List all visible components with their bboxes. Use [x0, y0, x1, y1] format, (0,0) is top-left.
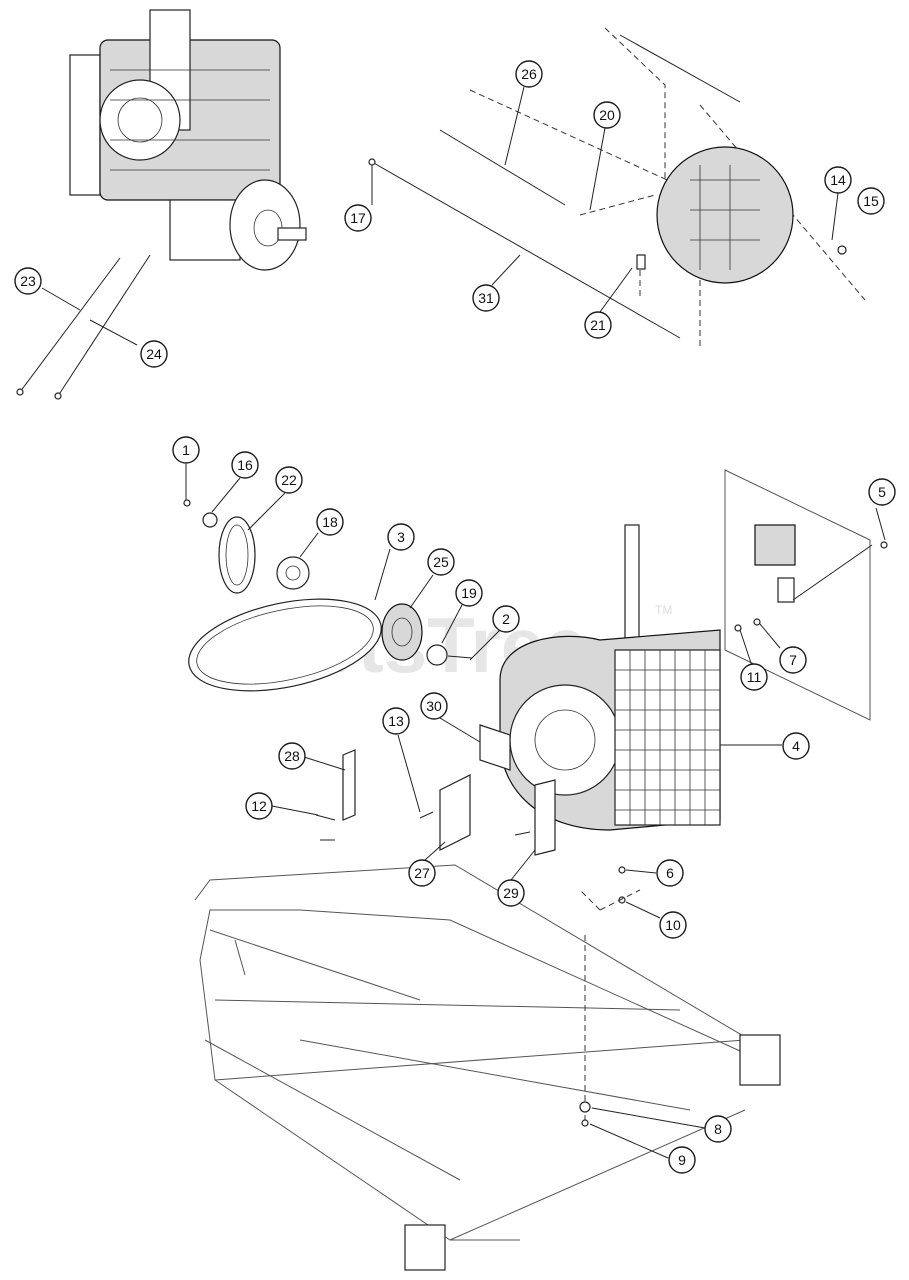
callout-9: 9: [668, 1146, 696, 1174]
svg-text:27: 27: [414, 865, 430, 881]
callout-3: 3: [387, 523, 415, 551]
callout-12: 12: [245, 792, 273, 820]
svg-text:2: 2: [502, 611, 510, 627]
callout-5: 5: [868, 478, 896, 506]
svg-text:24: 24: [146, 346, 162, 362]
callout-11: 11: [740, 663, 768, 691]
svg-text:15: 15: [863, 193, 879, 209]
svg-text:31: 31: [478, 290, 494, 306]
callout-31: 31: [472, 284, 500, 312]
callout-29: 29: [497, 879, 525, 907]
callout-14: 14: [824, 166, 852, 194]
callout-1: 1: [172, 436, 200, 464]
svg-text:12: 12: [251, 798, 267, 814]
svg-text:20: 20: [599, 107, 615, 123]
mount-panel: [724, 469, 888, 721]
svg-text:19: 19: [461, 585, 477, 601]
svg-text:26: 26: [521, 66, 537, 82]
svg-text:17: 17: [350, 210, 366, 226]
callout-23: 23: [14, 267, 42, 295]
callout-21: 21: [584, 311, 612, 339]
callout-leaders: [41, 86, 886, 919]
svg-text:10: 10: [665, 917, 681, 933]
callout-16: 16: [231, 451, 259, 479]
svg-text:8: 8: [714, 1121, 722, 1137]
callout-8: 8: [704, 1115, 732, 1143]
callout-13: 13: [382, 707, 410, 735]
callout-18: 18: [316, 508, 344, 536]
svg-text:11: 11: [747, 669, 762, 685]
svg-text:4: 4: [792, 738, 800, 754]
svg-text:5: 5: [878, 484, 886, 500]
callout-19: 19: [455, 579, 483, 607]
chassis-frame: [194, 864, 781, 1271]
svg-text:21: 21: [590, 317, 606, 333]
brackets: [315, 724, 641, 911]
svg-text:7: 7: [789, 652, 797, 668]
callout-30: 30: [420, 692, 448, 720]
callout-7: 7: [779, 646, 807, 674]
callout-20: 20: [593, 101, 621, 129]
rod-23-24: [16, 254, 151, 400]
svg-text:23: 23: [20, 273, 36, 289]
svg-text:1: 1: [182, 442, 190, 458]
callout-10: 10: [659, 911, 687, 939]
svg-text:14: 14: [830, 172, 846, 188]
callout-24: 24: [140, 340, 168, 368]
svg-text:25: 25: [433, 554, 449, 570]
svg-text:13: 13: [388, 713, 404, 729]
callout-22: 22: [275, 466, 303, 494]
svg-text:28: 28: [284, 748, 300, 764]
callout-17: 17: [344, 204, 372, 232]
callout-4: 4: [782, 732, 810, 760]
svg-text:22: 22: [281, 472, 297, 488]
watermark-trademark: TM: [655, 603, 672, 617]
svg-text:30: 30: [426, 698, 442, 714]
svg-text:6: 6: [666, 865, 674, 881]
callout-25: 25: [427, 548, 455, 576]
callout-26: 26: [515, 60, 543, 88]
callout-2: 2: [492, 605, 520, 633]
svg-text:29: 29: [503, 885, 519, 901]
rod-assembly: [368, 27, 866, 350]
callout-6: 6: [656, 859, 684, 887]
svg-text:3: 3: [397, 529, 405, 545]
engine-assembly: [69, 9, 307, 271]
callout-27: 27: [408, 859, 436, 887]
svg-text:18: 18: [322, 514, 338, 530]
belt-pulley-group: [183, 499, 473, 692]
callout-15: 15: [857, 187, 885, 215]
svg-text:9: 9: [678, 1152, 686, 1168]
svg-text:16: 16: [237, 457, 253, 473]
callout-28: 28: [278, 742, 306, 770]
